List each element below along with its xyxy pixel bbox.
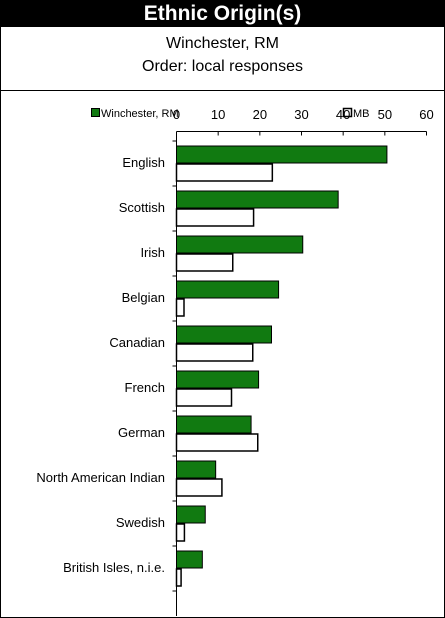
legend-swatch-mb [342,107,353,118]
header-divider [1,90,444,91]
category-label: Belgian [122,290,165,305]
order-label: Order: local responses [142,58,303,75]
bar-local [176,550,203,569]
bar-mb [175,163,274,182]
bar-mb [175,478,223,497]
x-tick-label: 30 [294,107,308,122]
x-tick-label: 50 [378,107,392,122]
bar-local [176,415,252,434]
category-label: North American Indian [36,470,165,485]
category-label: Scottish [119,200,165,215]
bar-mb [175,208,255,227]
category-label: English [122,155,165,170]
bar-local [176,505,206,524]
category-label: Irish [140,245,165,260]
x-tick-label: 20 [253,107,267,122]
bar-mb [175,433,259,452]
category-label: German [118,425,165,440]
bar-local [176,370,260,389]
chart-subtitle: Winchester, RM [166,35,279,52]
bar-mb [175,298,185,317]
bar-mb [175,343,254,362]
chart-title: Ethnic Origin(s) [1,1,444,27]
bar-mb [175,253,234,272]
bar-mb [175,568,182,587]
x-tick-label: 40 [336,107,350,122]
bar-mb [175,388,233,407]
x-tick-label: 10 [211,107,225,122]
bar-local [176,235,304,254]
bar-local [176,325,272,344]
legend-label-mb: MB [353,108,370,120]
bar-local [176,145,388,164]
category-label: British Isles, n.i.e. [63,560,165,575]
legend-swatch-local [91,108,100,117]
bar-mb [175,523,186,542]
x-tick-label: 60 [419,107,433,122]
legend-label-local: Winchester, RM [101,108,179,120]
category-label: Canadian [109,335,165,350]
category-label: Swedish [116,515,165,530]
category-label: French [125,380,165,395]
bar-local [176,460,217,479]
x-tick-label: 0 [173,107,180,122]
bar-local [176,190,339,209]
bar-local [176,280,280,299]
